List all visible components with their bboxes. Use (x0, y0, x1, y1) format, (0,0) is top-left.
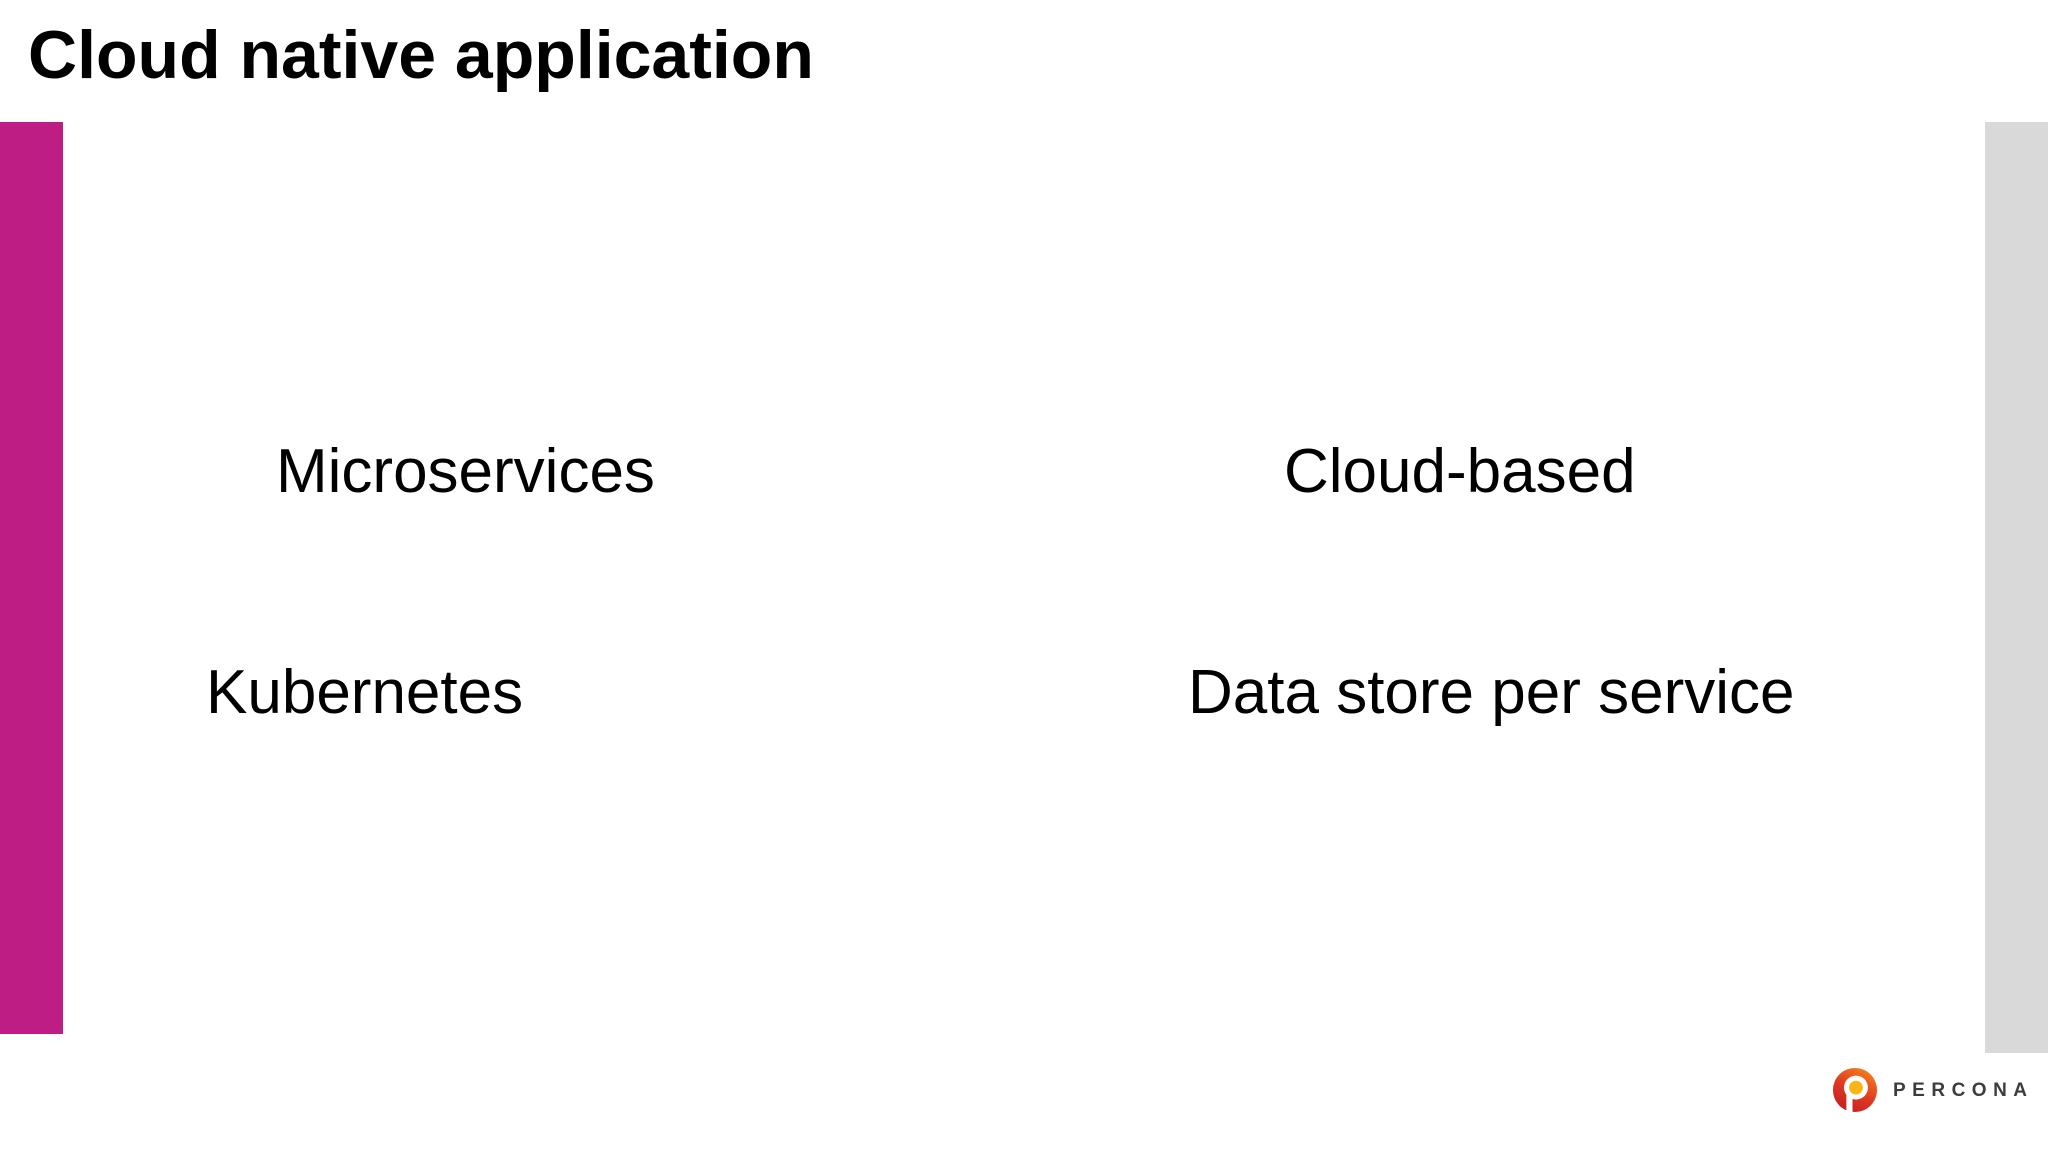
percona-logo: PERCONA (1832, 1067, 2034, 1113)
item-microservices: Microservices (276, 437, 655, 506)
percona-p-icon (1832, 1067, 1878, 1113)
right-side-bar (1985, 122, 2048, 1053)
slide-title: Cloud native application (28, 17, 814, 93)
percona-brand-text: PERCONA (1893, 1079, 2034, 1101)
item-data-store-per-service: Data store per service (1188, 658, 1795, 727)
item-kubernetes: Kubernetes (206, 658, 524, 727)
left-accent-bar (0, 122, 63, 1034)
item-cloud-based: Cloud-based (1284, 437, 1636, 506)
